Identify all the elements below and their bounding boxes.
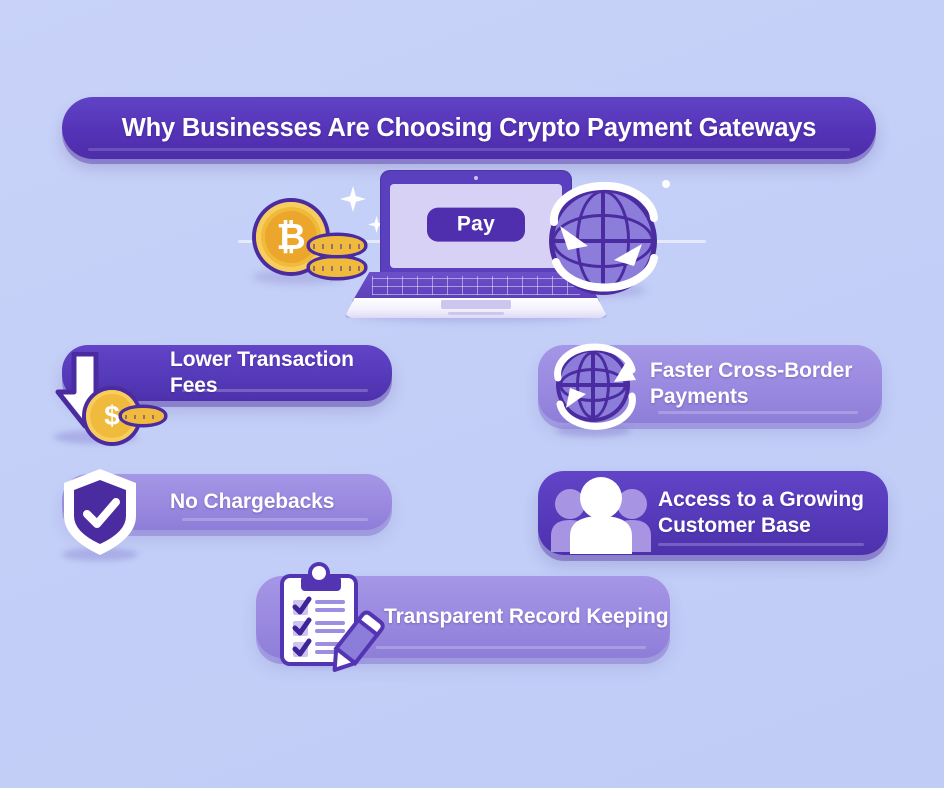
list-line	[315, 642, 345, 646]
laptop-icon: Pay	[380, 170, 572, 274]
laptop-front-notch	[448, 312, 504, 315]
sparkle-icon	[340, 186, 366, 212]
bitcoin-coin-icon: ₿	[256, 202, 326, 272]
clipboard-clip	[301, 576, 341, 591]
decorative-dot	[662, 180, 670, 188]
dollar-symbol: $	[104, 400, 120, 431]
laptop-trackpad	[441, 300, 511, 309]
clipboard-checklist-pencil-icon	[274, 566, 388, 672]
hero-illustration: ₿ Pay	[232, 162, 712, 327]
bitcoin-coin-inner: ₿	[265, 211, 317, 263]
globe-sphere	[560, 352, 626, 418]
list-line	[315, 608, 345, 612]
dollar-coin-icon: $	[86, 390, 138, 442]
coin-stack-icon	[122, 408, 164, 424]
laptop-key-grid	[371, 276, 581, 296]
people-group-svg	[551, 477, 651, 554]
feature-label: Lower Transaction Fees	[170, 348, 354, 397]
shield-icon	[64, 469, 136, 555]
list-line	[315, 650, 345, 654]
laptop-keyboard	[352, 272, 600, 302]
page-title-banner: Why Businesses Are Choosing Crypto Payme…	[62, 97, 876, 159]
pencil-icon	[332, 610, 385, 672]
feature-label: Transparent Record Keeping	[384, 605, 669, 629]
list-line	[315, 629, 345, 633]
feature-label: Access to a Growing Customer Base	[658, 488, 864, 537]
globe-exchange-icon	[549, 181, 658, 292]
clipboard-ring	[312, 566, 326, 580]
coin-stack-icon	[310, 258, 364, 277]
people-group-icon	[548, 474, 660, 554]
list-line	[315, 600, 345, 604]
down-arrow-dollar-coin-icon: $	[44, 352, 164, 446]
globe-exchange-icon	[548, 343, 644, 444]
checkmarks	[292, 596, 312, 657]
feature-label: No Chargebacks	[170, 490, 335, 514]
page-title: Why Businesses Are Choosing Crypto Payme…	[121, 113, 817, 142]
shield-check-icon	[58, 466, 154, 566]
bitcoin-symbol: ₿	[276, 216, 306, 257]
list-line	[315, 621, 345, 625]
pay-button-label: Pay	[456, 212, 496, 236]
feature-label: Faster Cross-Border Payments	[650, 359, 853, 408]
globe-orbit-arrows	[549, 181, 658, 292]
laptop-base	[344, 298, 608, 318]
globe-orbit-arrows	[554, 343, 636, 430]
laptop-camera	[474, 176, 478, 180]
coin-stack-icon	[310, 236, 364, 255]
laptop-screen: Pay	[390, 184, 562, 268]
pay-button[interactable]: Pay	[427, 207, 525, 242]
